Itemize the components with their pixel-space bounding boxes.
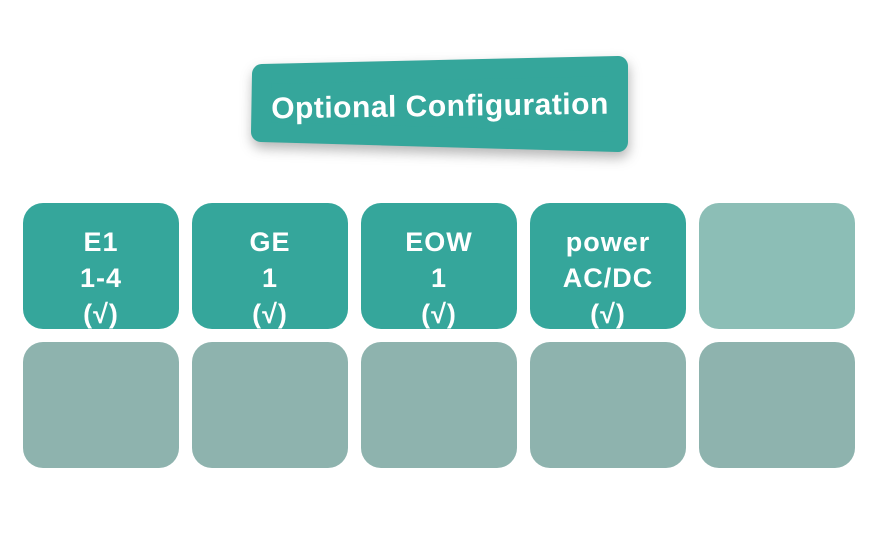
config-row-options: E1 1-4 (√) GE 1 (√) EOW 1 (√) power AC/D… (23, 203, 855, 329)
placeholder-box (530, 342, 686, 468)
option-check: (√) (421, 299, 457, 329)
option-check: (√) (83, 299, 119, 329)
option-label: E1 (83, 227, 119, 257)
option-box-empty (699, 203, 855, 329)
option-quantity: 1 (261, 263, 279, 293)
option-check: (√) (252, 299, 288, 329)
banner-shape (251, 56, 628, 152)
option-quantity: AC/DC (562, 263, 654, 293)
option-quantity: 1 (430, 263, 448, 293)
placeholder-box (23, 342, 179, 468)
placeholder-box (699, 342, 855, 468)
option-box-e1: E1 1-4 (√) (23, 203, 179, 329)
option-check: (√) (590, 299, 626, 329)
option-box-power: power AC/DC (√) (530, 203, 686, 329)
config-grid: E1 1-4 (√) GE 1 (√) EOW 1 (√) power AC/D… (23, 203, 855, 468)
option-quantity: 1-4 (79, 263, 123, 293)
option-box-eow: EOW 1 (√) (361, 203, 517, 329)
option-label: GE (249, 227, 291, 257)
header-banner: Optional Configuration (230, 40, 650, 170)
config-row-placeholders (23, 342, 855, 468)
option-label: EOW (405, 227, 473, 257)
option-box-ge: GE 1 (√) (192, 203, 348, 329)
placeholder-box (361, 342, 517, 468)
page-title: Optional Configuration (270, 87, 610, 126)
placeholder-box (192, 342, 348, 468)
option-label: power (565, 227, 651, 257)
